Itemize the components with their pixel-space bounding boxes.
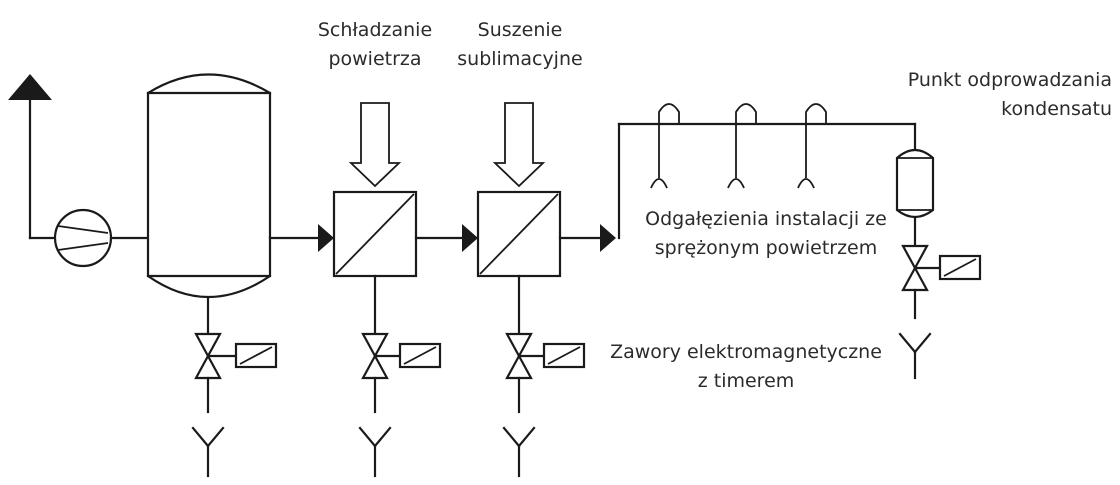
valves-label-line1: Zawory elektromagnetyczne [610, 341, 882, 363]
branch-outlet-icon [650, 103, 680, 189]
drying-label: Suszenie sublimacyjne [440, 16, 600, 74]
dryer-input-arrow-icon [492, 102, 546, 188]
drying-label-line2: sublimacyjne [457, 48, 583, 70]
drain-point-label-line2: kondensatu [1001, 98, 1112, 120]
drain-outlet-icon [898, 332, 932, 380]
branch-outlet-icon [727, 103, 757, 189]
flow-arrow-icon [318, 224, 334, 252]
cooler-input-arrow-icon [348, 102, 402, 188]
drain-outlet-icon [191, 426, 225, 478]
solenoid-valve-icon [361, 332, 442, 414]
branches-label-line2: sprężonym powietrzem [654, 237, 878, 259]
flow-arrow-icon [462, 224, 478, 252]
compressor-icon [53, 208, 113, 268]
solenoid-valve-icon [901, 244, 982, 320]
drain-point-label: Punkt odprowadzania kondensatu [860, 66, 1112, 124]
receiver-tank-icon [146, 73, 272, 299]
branch-outlet-icon [797, 103, 827, 189]
flow-arrow-icon [600, 224, 616, 252]
drain-point-label-line1: Punkt odprowadzania [907, 69, 1112, 91]
solenoid-valve-icon [194, 332, 278, 414]
valves-label: Zawory elektromagnetyczne z timerem [600, 338, 892, 396]
cooling-label-line1: Schładzanie [317, 19, 433, 41]
branches-label-line1: Odgałęzienia instalacji ze [645, 208, 887, 230]
dryer-exchanger-icon [476, 190, 562, 278]
solenoid-valve-icon [505, 332, 586, 414]
cooling-label-line2: powietrza [328, 48, 422, 70]
drain-outlet-icon [358, 426, 392, 478]
valves-label-line2: z timerem [697, 370, 795, 392]
drying-label-line1: Suszenie [477, 19, 563, 41]
cooler-exchanger-icon [332, 190, 418, 278]
drain-outlet-icon [502, 426, 536, 478]
condensate-collector-icon [895, 148, 935, 219]
outlet-arrow-icon [8, 74, 57, 240]
branches-label: Odgałęzienia instalacji ze sprężonym pow… [624, 205, 908, 263]
cooling-label: Schładzanie powietrza [300, 16, 450, 74]
